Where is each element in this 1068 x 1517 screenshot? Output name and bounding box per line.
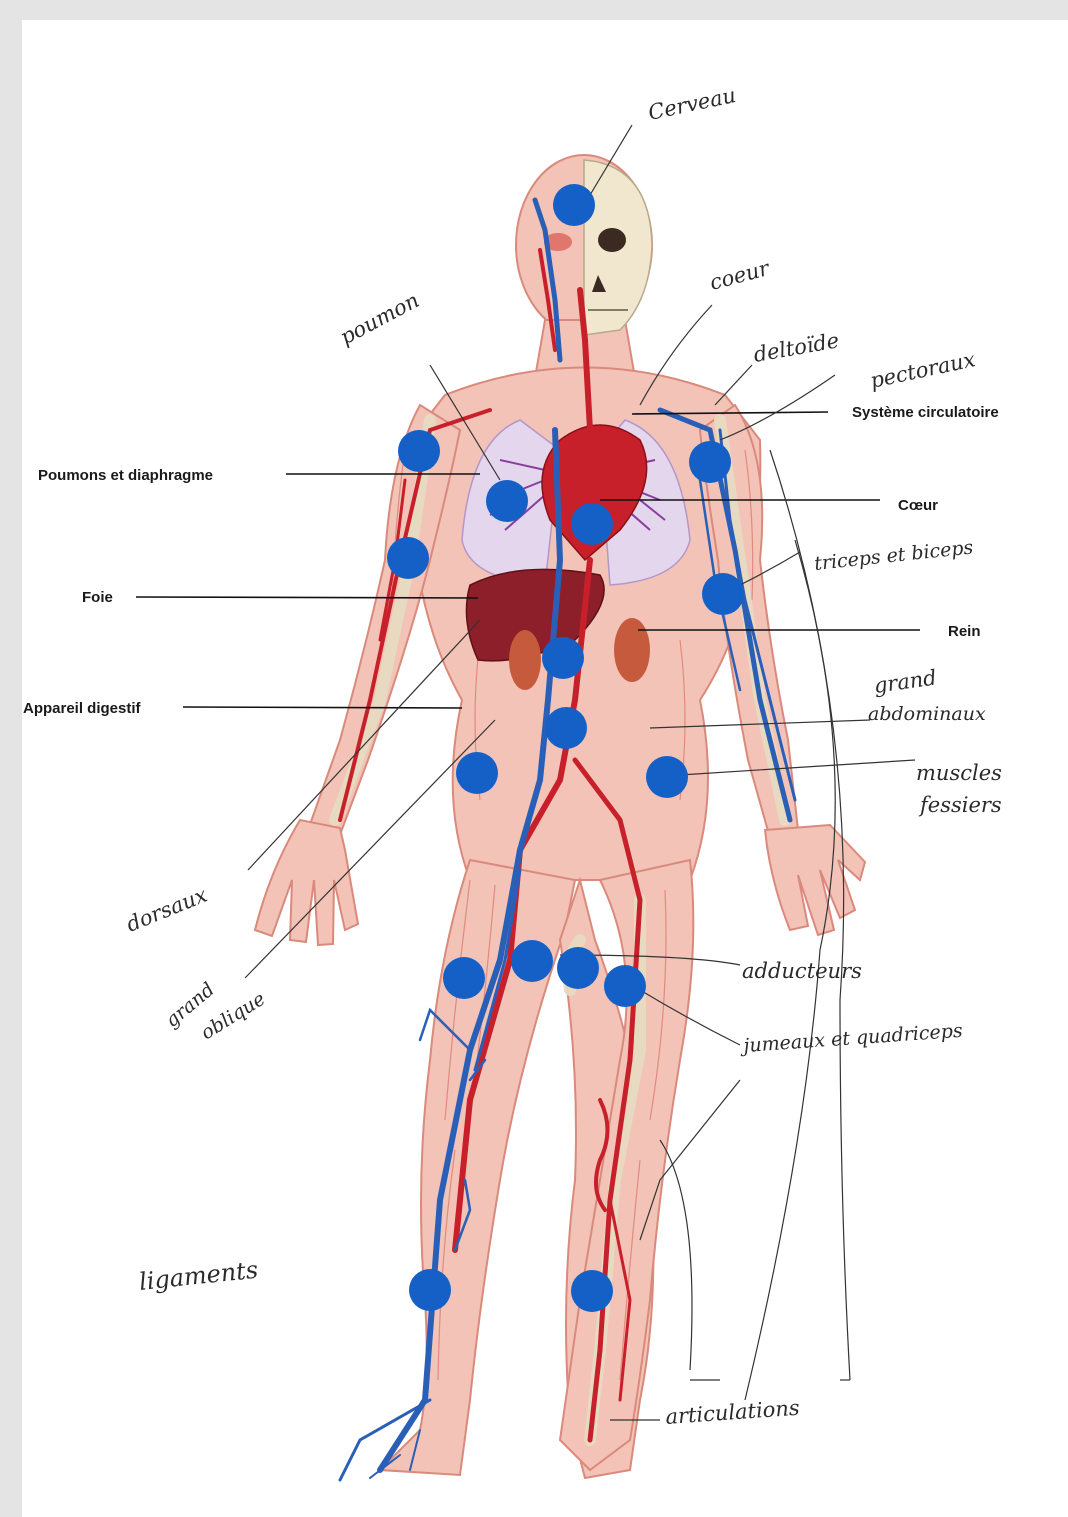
hand-label-triceps-biceps: triceps et biceps (813, 536, 974, 575)
marker-dot-deltoide-gauche[interactable] (689, 441, 731, 483)
marker-dot-biceps-droit[interactable] (387, 537, 429, 579)
hand-label-abdominaux: abdominaux (868, 703, 986, 725)
marker-dot-cuisse-4[interactable] (604, 965, 646, 1007)
marker-dot-fessier[interactable] (646, 756, 688, 798)
marker-dot-genou-droit[interactable] (409, 1269, 451, 1311)
hand-label-deltoide: deltoïde (752, 328, 841, 367)
anatomy-diagram: Système circulatoire Poumons et diaphrag… (22, 20, 1068, 1517)
hand-label-coeur: coeur (707, 256, 773, 295)
hand-label-muscles: muscles (916, 761, 1002, 785)
label-foie: Foie (82, 589, 113, 606)
label-rein: Rein (948, 623, 981, 640)
hand-label-articulations: articulations (665, 1396, 801, 1429)
marker-dot-cuisse-2[interactable] (511, 940, 553, 982)
label-systeme-circulatoire: Système circulatoire (852, 404, 999, 421)
marker-dot-deltoide-droit[interactable] (398, 430, 440, 472)
hand-label-cerveau: Cerveau (646, 83, 738, 125)
hand-label-jumeaux-quadriceps: jumeaux et quadriceps (739, 1020, 964, 1058)
marker-dot-cuisse-1[interactable] (443, 957, 485, 999)
marker-dot-cerveau[interactable] (553, 184, 595, 226)
kidney (614, 618, 650, 682)
hand-label-adducteurs: adducteurs (742, 959, 862, 983)
label-appareil-digestif: Appareil digestif (23, 700, 142, 717)
label-coeur: Cœur (898, 497, 938, 514)
marker-dot-cuisse-3[interactable] (557, 947, 599, 989)
marker-dot-abdomen-haut[interactable] (542, 637, 584, 679)
marker-dot-oblique[interactable] (456, 752, 498, 794)
worksheet: Système circulatoire Poumons et diaphrag… (22, 20, 1068, 1517)
label-poumons-diaphragme: Poumons et diaphragme (38, 467, 213, 484)
hand-label-poumon: poumon (336, 288, 423, 349)
kidney (509, 630, 541, 690)
marker-dot-genou-gauche[interactable] (571, 1270, 613, 1312)
marker-dot-coeur[interactable] (571, 503, 613, 545)
marker-dot-poumon[interactable] (486, 480, 528, 522)
hand-label-grand-1: grand (872, 665, 938, 698)
hand-label-fessiers: fessiers (918, 793, 1002, 817)
hand-label-dorsaux: dorsaux (123, 883, 211, 937)
marker-dot-abdomen-bas[interactable] (545, 707, 587, 749)
hand-label-pectoraux: pectoraux (868, 347, 977, 393)
hand-label-ligaments: ligaments (138, 1256, 260, 1296)
marker-dot-biceps-gauche[interactable] (702, 573, 744, 615)
